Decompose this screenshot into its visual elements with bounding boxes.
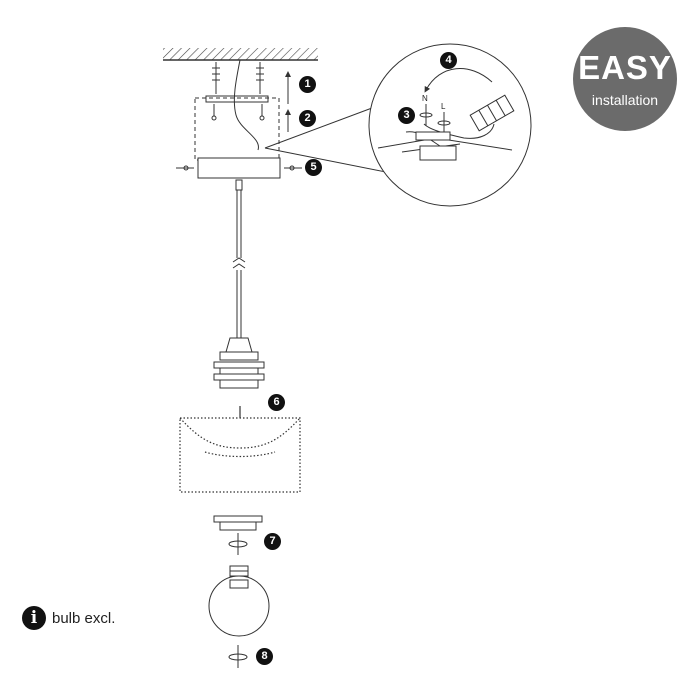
lamp-shade — [179, 406, 301, 493]
step-marker-5: 5 — [305, 159, 322, 176]
step-marker-7: 7 — [264, 533, 281, 550]
step-marker-8: 8 — [256, 648, 273, 665]
bulb-note: i bulb excl. — [22, 606, 115, 630]
shade-ring — [213, 515, 263, 531]
step-marker-6: 6 — [268, 394, 285, 411]
pendant-cable — [232, 179, 246, 338]
wire-label-neutral: N — [422, 94, 428, 103]
canopy — [197, 157, 281, 179]
step-marker-3: 3 — [398, 107, 415, 124]
detail-zoom-circle — [368, 43, 532, 207]
step-marker-2: 2 — [299, 110, 316, 127]
canopy-screws — [176, 165, 302, 171]
badge-subtitle: installation — [591, 92, 659, 108]
badge-title: EASY — [578, 49, 672, 86]
rotate-symbol-8 — [228, 645, 248, 668]
zoom-leader-top — [264, 107, 373, 149]
dashed-guide — [194, 97, 280, 161]
info-icon: i — [22, 606, 46, 630]
supply-cable — [233, 59, 259, 151]
wire-label-live: L — [441, 102, 446, 111]
lamp-socket — [213, 337, 265, 389]
light-bulb — [208, 565, 270, 637]
easy-installation-badge: EASY installation — [573, 27, 677, 131]
mounting-bracket — [205, 95, 269, 121]
bulb-note-text: bulb excl. — [52, 609, 116, 627]
step-marker-1: 1 — [299, 76, 316, 93]
step-marker-4: 4 — [440, 52, 457, 69]
rotate-symbol-7 — [228, 533, 248, 555]
zoom-leader-bottom — [264, 147, 387, 173]
ceiling — [163, 48, 318, 61]
wall-plugs — [212, 62, 264, 94]
